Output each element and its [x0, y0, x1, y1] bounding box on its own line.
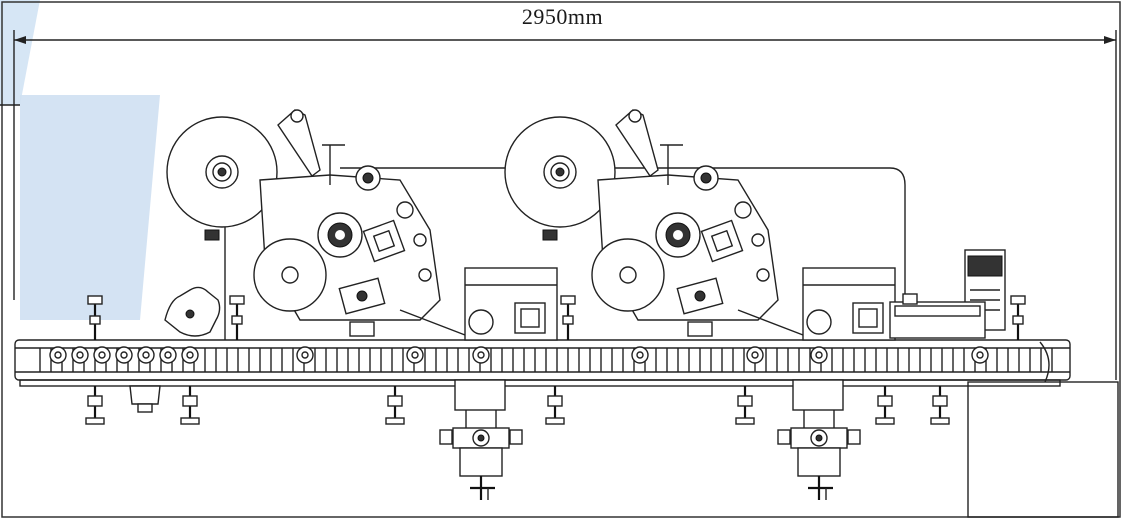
adjustment-post: [1010, 295, 1026, 340]
conveyor-roller: [93, 346, 111, 364]
overall-width-dimension-label: 2950mm: [521, 4, 604, 29]
leveling-foot: [875, 386, 895, 425]
dimension-line: [0, 30, 1117, 380]
leveling-foot: [735, 386, 755, 425]
height-adjuster-2: [777, 379, 861, 500]
height-adjuster-1: [439, 379, 523, 500]
leveling-foot: [180, 386, 200, 425]
adjustment-post: [229, 295, 245, 340]
adjustment-post: [560, 295, 576, 340]
labeling-head-1: [166, 109, 466, 337]
conveyor-roller: [746, 346, 764, 364]
base-cabinet: [967, 381, 1119, 518]
conveyor-end-guard: [1039, 341, 1050, 383]
leveling-foot: [385, 386, 405, 425]
drawing-frame: [1, 1, 1121, 518]
leveling-foot: [85, 386, 105, 425]
conveyor-roller: [810, 346, 828, 364]
support-feet: [85, 386, 950, 425]
conveyor-roller: [406, 346, 424, 364]
conveyor-roller: [49, 346, 67, 364]
backbone-frame: [340, 167, 906, 300]
leveling-foot: [545, 386, 565, 425]
conveyor-roller: [137, 346, 155, 364]
conveyor: [14, 339, 1071, 387]
conveyor-roller: [631, 346, 649, 364]
conveyor-roller: [971, 346, 989, 364]
conveyor-roller: [181, 346, 199, 364]
rewind-roll: [253, 238, 327, 312]
drive-motor: [889, 249, 1006, 339]
conveyor-roller: [472, 346, 490, 364]
leveling-foot: [930, 386, 950, 425]
labeling-head-2: [504, 109, 804, 337]
watermark-graphic: [0, 0, 160, 320]
conveyor-roller: [71, 346, 89, 364]
conveyor-roller: [159, 346, 177, 364]
rewind-roll: [591, 238, 665, 312]
conveyor-roller: [296, 346, 314, 364]
sensor-housing: [129, 385, 161, 413]
adjustment-posts: [87, 295, 1026, 340]
pressing-unit-1: [464, 267, 558, 341]
pressing-unit-2: [802, 267, 896, 341]
adjustment-post: [87, 295, 103, 340]
conveyor-roller: [115, 346, 133, 364]
